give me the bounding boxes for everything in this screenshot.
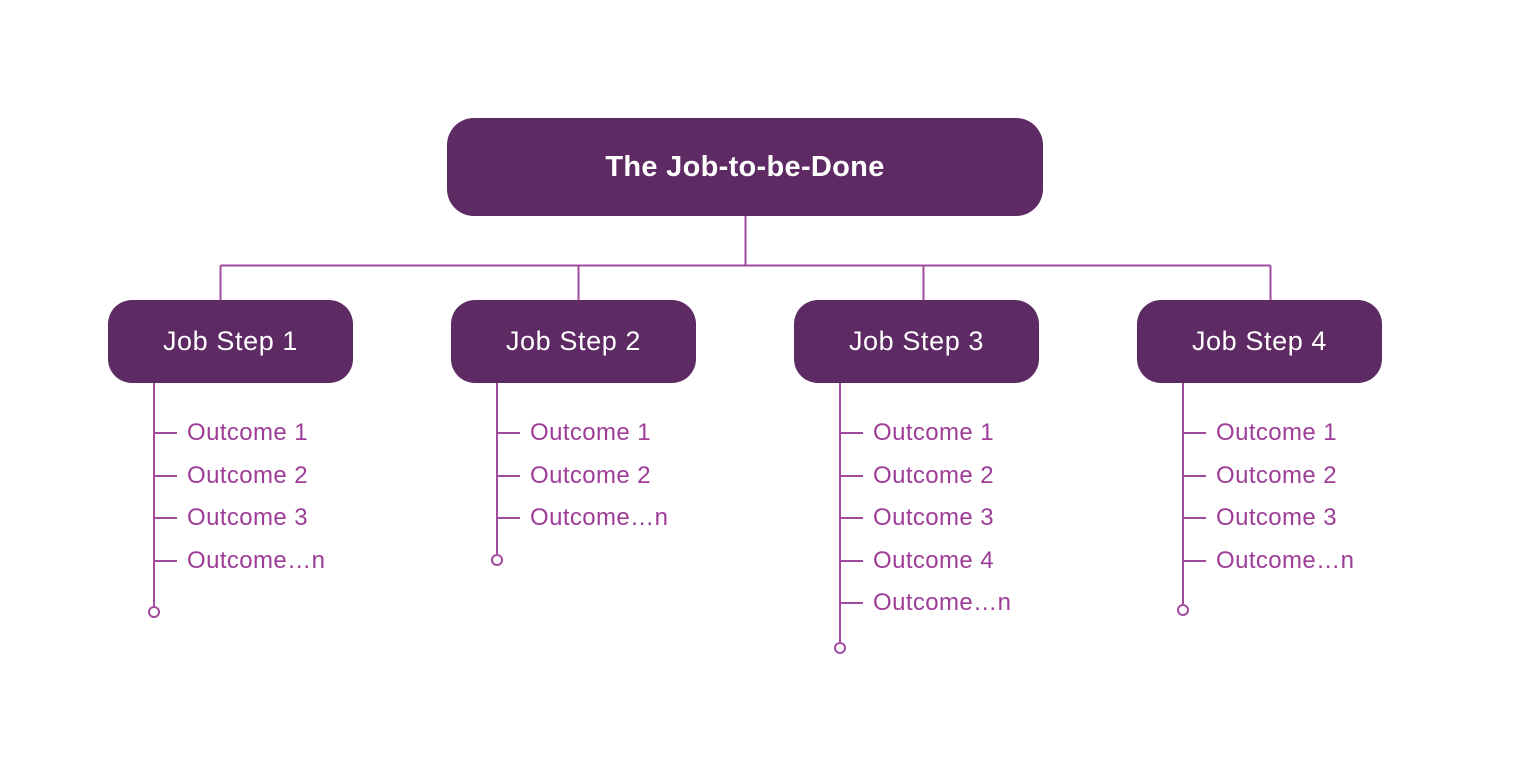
job-step-3-box: Job Step 3 [794,300,1039,383]
outcome-item: Outcome 3 [154,497,325,540]
branch-end-circle [491,554,503,566]
outcome-list: Outcome 1 Outcome 2 Outcome 3 Outcome 4 … [840,412,1011,625]
job-step-2-box: Job Step 2 [451,300,696,383]
outcome-tick-line [497,474,520,477]
outcome-label: Outcome…n [873,589,1012,617]
outcome-item: Outcome…n [154,540,325,583]
outcome-item: Outcome 1 [497,412,668,455]
outcome-label: Outcome 3 [1216,504,1337,532]
outcome-tick-line [154,559,177,562]
outcome-tick-line [154,474,177,477]
job-to-be-done-box: The Job-to-be-Done [447,118,1043,216]
outcome-item: Outcome 2 [497,455,668,498]
outcome-label: Outcome 2 [1216,461,1337,489]
outcome-list: Outcome 1 Outcome 2 Outcome…n [497,412,668,540]
outcome-tick-line [840,474,863,477]
outcome-tick-line [497,517,520,520]
outcome-tick-line [840,602,863,605]
outcome-item: Outcome…n [497,497,668,540]
outcome-label: Outcome 3 [873,504,994,532]
outcome-label: Outcome…n [1216,546,1355,574]
branch-spine-line [496,383,498,554]
branch-spine-line [839,383,841,642]
job-step-2-branch: Job Step 2 Outcome 1 Outcome 2 Outcome…n [451,300,731,566]
branch-spine-line [1182,383,1184,604]
outcome-label: Outcome 3 [187,504,308,532]
outcome-tick-line [1183,559,1206,562]
outcome-label: Outcome 2 [530,461,651,489]
outcome-item: Outcome 2 [840,455,1011,498]
outcome-tick-line [840,559,863,562]
job-step-4-box: Job Step 4 [1137,300,1382,383]
outcome-label: Outcome 2 [187,461,308,489]
outcome-tick-line [1183,432,1206,435]
outcome-label: Outcome 1 [530,419,651,447]
job-step-4-branch: Job Step 4 Outcome 1 Outcome 2 Outcome 3… [1137,300,1417,616]
outcome-tick-line [1183,517,1206,520]
outcome-tick-line [840,517,863,520]
outcome-list: Outcome 1 Outcome 2 Outcome 3 Outcome…n [154,412,325,582]
outcome-item: Outcome 1 [154,412,325,455]
outcome-item: Outcome 3 [840,497,1011,540]
outcome-tick-line [497,432,520,435]
job-step-1-label: Job Step 1 [162,326,299,356]
job-step-3-label: Job Step 3 [848,326,985,356]
outcome-list: Outcome 1 Outcome 2 Outcome 3 Outcome…n [1183,412,1354,582]
branch-spine-line [153,383,155,606]
branch-end-circle [148,606,160,618]
outcome-item: Outcome…n [840,582,1011,625]
outcome-label: Outcome…n [187,546,326,574]
outcome-label: Outcome…n [530,504,669,532]
outcome-item: Outcome 2 [154,455,325,498]
outcome-tick-line [1183,474,1206,477]
job-step-1-branch: Job Step 1 Outcome 1 Outcome 2 Outcome 3… [108,300,388,618]
outcome-tick-line [154,517,177,520]
outcome-label: Outcome 1 [187,419,308,447]
outcome-item: Outcome…n [1183,540,1354,583]
job-step-4-label: Job Step 4 [1191,326,1328,356]
outcome-label: Outcome 2 [873,461,994,489]
outcome-item: Outcome 2 [1183,455,1354,498]
outcome-tick-line [154,432,177,435]
outcome-item: Outcome 3 [1183,497,1354,540]
branch-end-circle [834,642,846,654]
job-to-be-done-label: The Job-to-be-Done [605,150,885,183]
outcome-item: Outcome 4 [840,540,1011,583]
job-step-2-label: Job Step 2 [505,326,642,356]
outcome-label: Outcome 1 [1216,419,1337,447]
outcome-label: Outcome 1 [873,419,994,447]
outcome-tick-line [840,432,863,435]
job-step-1-box: Job Step 1 [108,300,353,383]
job-step-3-branch: Job Step 3 Outcome 1 Outcome 2 Outcome 3… [794,300,1074,654]
branch-end-circle [1177,604,1189,616]
outcome-label: Outcome 4 [873,546,994,574]
outcome-item: Outcome 1 [840,412,1011,455]
outcome-item: Outcome 1 [1183,412,1354,455]
